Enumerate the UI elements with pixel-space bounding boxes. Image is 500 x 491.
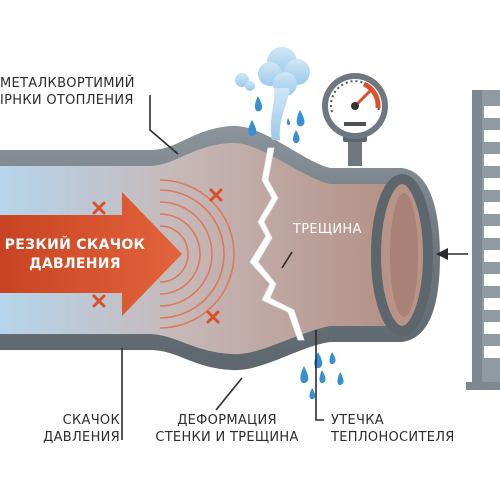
deformation-line2: СТЕНКИ И ТРЕЩИНА xyxy=(152,429,302,446)
pressure-jump-line1: СКАЧОК xyxy=(40,412,120,429)
leak-line2: ТЕПЛОНОСИТЕЛЯ xyxy=(331,429,455,446)
deformation-label: ДЕФОРМАЦИЯ СТЕНКИ И ТРЕЩИНА xyxy=(152,412,302,446)
pressure-gauge-icon xyxy=(322,73,388,166)
radiator-icon xyxy=(466,90,500,390)
leak-drops xyxy=(300,352,343,399)
crack-label: ТРЕЩИНА xyxy=(293,221,362,238)
leak-line1: УТЕЧКА xyxy=(331,412,455,429)
pipe-title-line2: ІРНКИ ОТОПЛЕНИЯ xyxy=(0,92,135,109)
surge-line1: РЕЗКИЙ СКАЧОК xyxy=(0,236,150,255)
pressure-jump-line2: ДАВЛЕНИЯ xyxy=(40,429,120,446)
pipe-title-line1: МЕТАЛКВОРТИМИЙ xyxy=(0,75,135,92)
radiator-arrow xyxy=(436,248,468,260)
deformation-line1: ДЕФОРМАЦИЯ xyxy=(152,412,302,429)
pipe-open-end-inner xyxy=(390,193,418,317)
pipe-title-label: МЕТАЛКВОРТИМИЙ ІРНКИ ОТОПЛЕНИЯ xyxy=(0,75,135,109)
surge-line2: ДАВЛЕНИЯ xyxy=(0,255,150,274)
leak-label: УТЕЧКА ТЕПЛОНОСИТЕЛЯ xyxy=(331,412,455,446)
steam-cloud-icon xyxy=(235,47,310,140)
surge-label: РЕЗКИЙ СКАЧОК ДАВЛЕНИЯ xyxy=(0,236,150,274)
pressure-jump-label: СКАЧОК ДАВЛЕНИЯ xyxy=(40,412,120,446)
